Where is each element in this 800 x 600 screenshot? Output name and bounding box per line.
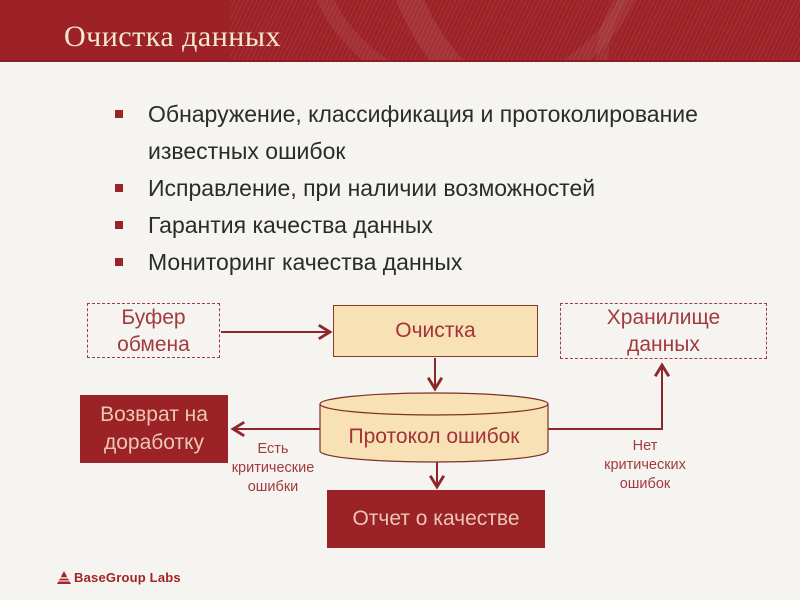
- list-item: Мониторинг качества данных: [115, 244, 700, 281]
- page-title: Очистка данных: [64, 20, 282, 53]
- node-label: Отчет о качестве: [352, 507, 520, 530]
- bullet-square-icon: [115, 258, 123, 266]
- node-label: Очистка: [395, 319, 476, 342]
- brand-name: BaseGroup Labs: [74, 569, 181, 585]
- bullet-text: Мониторинг качества данных: [148, 249, 463, 275]
- header-band: Очистка данных: [0, 0, 800, 62]
- flowchart-node-storage: Хранилище данных: [560, 303, 767, 359]
- bullet-text: Гарантия качества данных: [148, 212, 433, 238]
- flowchart-node-buffer: Буфер обмена: [87, 303, 220, 358]
- edge-label-no-critical-errors: Нет критических ошибок: [604, 438, 686, 492]
- basegroup-triangle-logo-icon: [57, 570, 71, 584]
- bullet-text: Исправление, при наличии возможностей: [148, 175, 596, 201]
- bullet-square-icon: [115, 184, 123, 192]
- bullet-square-icon: [115, 221, 123, 229]
- list-item: Обнаружение, классификация и протоколиро…: [115, 96, 700, 170]
- flowchart-node-rework: Возврат на доработку: [80, 395, 228, 463]
- node-label: Буфер обмена: [117, 305, 190, 356]
- edge-label-has-critical-errors: Есть критические ошибки: [231, 441, 315, 495]
- list-item: Исправление, при наличии возможностей: [115, 170, 700, 207]
- header-swirl-decoration: [596, 0, 800, 60]
- flowchart-node-cleaning: Очистка: [333, 305, 538, 357]
- bullet-text: Обнаружение, классификация и протоколиро…: [148, 101, 698, 164]
- node-label: Хранилище данных: [606, 306, 721, 356]
- bullet-square-icon: [115, 110, 123, 118]
- bullet-list: Обнаружение, классификация и протоколиро…: [115, 96, 700, 281]
- flowchart-node-error-log-label: Протокол ошибок: [348, 425, 520, 448]
- list-item: Гарантия качества данных: [115, 207, 700, 244]
- arrow-errorlog-to-storage: [548, 362, 671, 430]
- footer: BaseGroup Labs: [57, 568, 181, 586]
- node-label: Возврат на доработку: [100, 403, 208, 454]
- flowchart-node-report: Отчет о качестве: [327, 490, 545, 548]
